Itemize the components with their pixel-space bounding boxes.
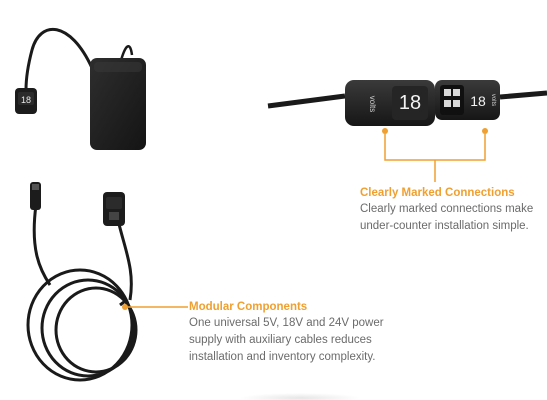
power-supply-unit: 18 xyxy=(15,27,146,150)
connections-bracket xyxy=(382,128,488,182)
callout-modular-line-1: One universal 5V, 18V and 24V power xyxy=(189,317,384,329)
callout-modular-line-2: supply with auxiliary cables reduces xyxy=(189,334,372,346)
small-plug: 18 xyxy=(15,88,37,114)
left-cable xyxy=(267,93,346,109)
callout-modular-heading: Modular Components xyxy=(189,301,308,313)
aux-connector xyxy=(103,192,125,226)
usb-plug xyxy=(30,182,41,210)
right-cable xyxy=(499,90,547,100)
power-brick xyxy=(90,58,146,150)
right-connector-unit: volts xyxy=(490,94,496,106)
floor-shadow xyxy=(240,393,360,400)
left-connector-number: 18 xyxy=(399,92,421,114)
callout-connections-line-2: under-counter installation simple. xyxy=(360,220,529,232)
callout-modular: Modular Components One universal 5V, 18V… xyxy=(189,300,409,366)
left-connector: 18 volts xyxy=(345,80,435,126)
right-connector-number: 18 xyxy=(470,93,486,109)
callout-modular-line-3: installation and inventory complexity. xyxy=(189,351,376,363)
right-connector: 18 volts xyxy=(435,80,500,120)
callout-connections-heading: Clearly Marked Connections xyxy=(360,187,515,199)
callout-connections-line-1: Clearly marked connections make xyxy=(360,203,534,215)
callout-connections: Clearly Marked Connections Clearly marke… xyxy=(360,186,540,235)
auxiliary-cable xyxy=(26,182,188,382)
small-plug-number: 18 xyxy=(21,95,31,105)
left-connector-unit: volts xyxy=(368,96,377,112)
connector-pair: 18 volts 18 volts xyxy=(267,80,547,182)
modular-pointer-dot xyxy=(122,304,128,310)
